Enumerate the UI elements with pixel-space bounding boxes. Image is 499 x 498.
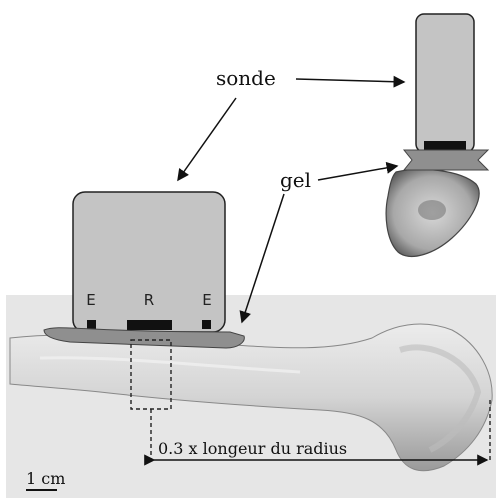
gel-arrow-right [318,166,397,180]
receiver [127,320,172,330]
sonde-arrow-left [178,98,236,180]
receiver-label: R [144,291,154,309]
bone-medulla [418,200,446,220]
probe-small-transducer [424,141,466,150]
sonde-arrow-right [296,79,404,82]
probe-small-body [416,14,474,152]
measure-label: 0.3 x longeur du radius [158,439,347,458]
gel-small [404,150,488,170]
gel-label: gel [280,168,311,192]
sonde-label: sonde [216,66,276,90]
probe-large-body [73,192,225,332]
emitter-left-label: E [86,291,95,309]
emitter-right-label: E [202,291,211,309]
scale-bar-label: 1 cm [26,469,65,488]
emitter-right [202,320,211,329]
emitter-left [87,320,96,329]
